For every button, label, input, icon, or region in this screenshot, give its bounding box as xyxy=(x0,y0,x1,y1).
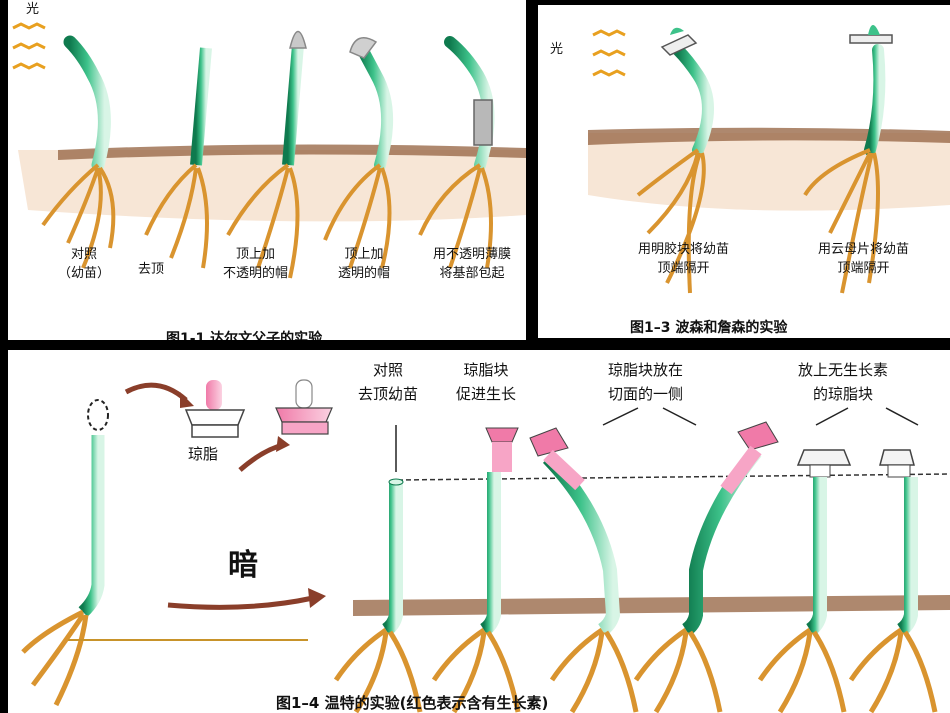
seedling-agar-side-left xyxy=(529,427,639,713)
label-control: 对照（幼苗） xyxy=(58,247,111,281)
label-blank-agar: 放上无生长素的琼脂块 xyxy=(798,361,889,403)
seedling-base-wrapped xyxy=(418,36,495,269)
soil-background xyxy=(588,133,950,211)
label-agar-side: 琼脂块放在切面的一侧 xyxy=(608,361,684,403)
figure-1-1-caption: 图1-1 达尔文父子的实验 xyxy=(166,331,323,340)
agar-with-auxin xyxy=(275,379,333,435)
pointer-line xyxy=(602,407,639,426)
tip-on-agar xyxy=(184,380,246,438)
arrow-head xyxy=(308,588,326,608)
pointer-line xyxy=(815,407,849,426)
light-label: 光 xyxy=(550,42,564,57)
label-mica: 用云母片将幼苗顶端隔开 xyxy=(818,242,910,276)
label-opaque-cap: 顶上加不透明的帽 xyxy=(223,247,289,281)
light-label: 光 xyxy=(26,2,40,17)
seedling-decapitated-left xyxy=(21,399,109,707)
figure-1-4-panel: 琼脂 暗 对照去顶幼苗 琼脂块促进生长 琼脂块放在切面的一侧 放上无生长素的琼脂… xyxy=(8,350,950,713)
seedling-gelatin xyxy=(636,27,714,294)
seedling-transparent-cap xyxy=(323,37,394,269)
soil-background xyxy=(18,150,526,222)
seedling-blank-agar-2 xyxy=(848,449,938,713)
seedling-opaque-cap xyxy=(226,30,307,279)
soil-surface xyxy=(588,127,950,145)
label-transparent-cap: 顶上加透明的帽 xyxy=(338,247,391,281)
agar-label: 琼脂 xyxy=(188,445,219,463)
label-base-wrapped: 用不透明薄膜将基部包起 xyxy=(433,247,512,281)
figure-1-3-caption: 图1–3 波森和詹森的实验 xyxy=(630,320,788,336)
darwin-illustration xyxy=(12,22,526,279)
seedling-control xyxy=(41,35,116,269)
label-tip-removed: 去顶 xyxy=(138,262,165,277)
dark-label: 暗 xyxy=(228,548,258,583)
seedling-mica xyxy=(803,25,893,294)
went-illustration xyxy=(21,379,950,713)
figure-1-4-caption: 图1–4 温特的实验(红色表示含有生长素) xyxy=(276,694,549,712)
light-rays xyxy=(592,29,626,77)
figure-1-1-panel: 光 对照（幼苗） 去顶 顶上加不透明的帽 顶上加透明的帽 用不透明薄膜将基部包起… xyxy=(8,0,526,340)
boysen-jensen-illustration xyxy=(588,25,950,294)
seedling-control-decapitated xyxy=(333,478,423,713)
arrow-to-agar xyxy=(124,382,188,402)
label-gelatin: 用明胶块将幼苗顶端隔开 xyxy=(638,242,730,276)
arrow-head xyxy=(276,436,290,452)
arrow-head xyxy=(180,392,194,408)
light-rays xyxy=(12,22,46,70)
height-reference-line xyxy=(397,473,950,481)
label-agar-promotes: 琼脂块促进生长 xyxy=(456,361,517,403)
seedling-agar-on-top xyxy=(431,427,521,713)
pointer-line xyxy=(662,407,697,426)
seedling-tip-removed xyxy=(144,47,212,269)
seedling-agar-side-right xyxy=(633,421,779,713)
pointer-line xyxy=(885,407,919,426)
seedling-blank-agar-1 xyxy=(757,449,852,713)
soil-surface xyxy=(353,595,950,616)
figure-1-3-panel: 光 用明胶块将幼苗顶端隔开 用云母片将幼苗顶端隔开 图1–3 波森和詹森的实验 xyxy=(538,5,950,338)
arrow-to-experiments xyxy=(167,595,314,610)
label-control-decapitated: 对照去顶幼苗 xyxy=(358,361,419,403)
